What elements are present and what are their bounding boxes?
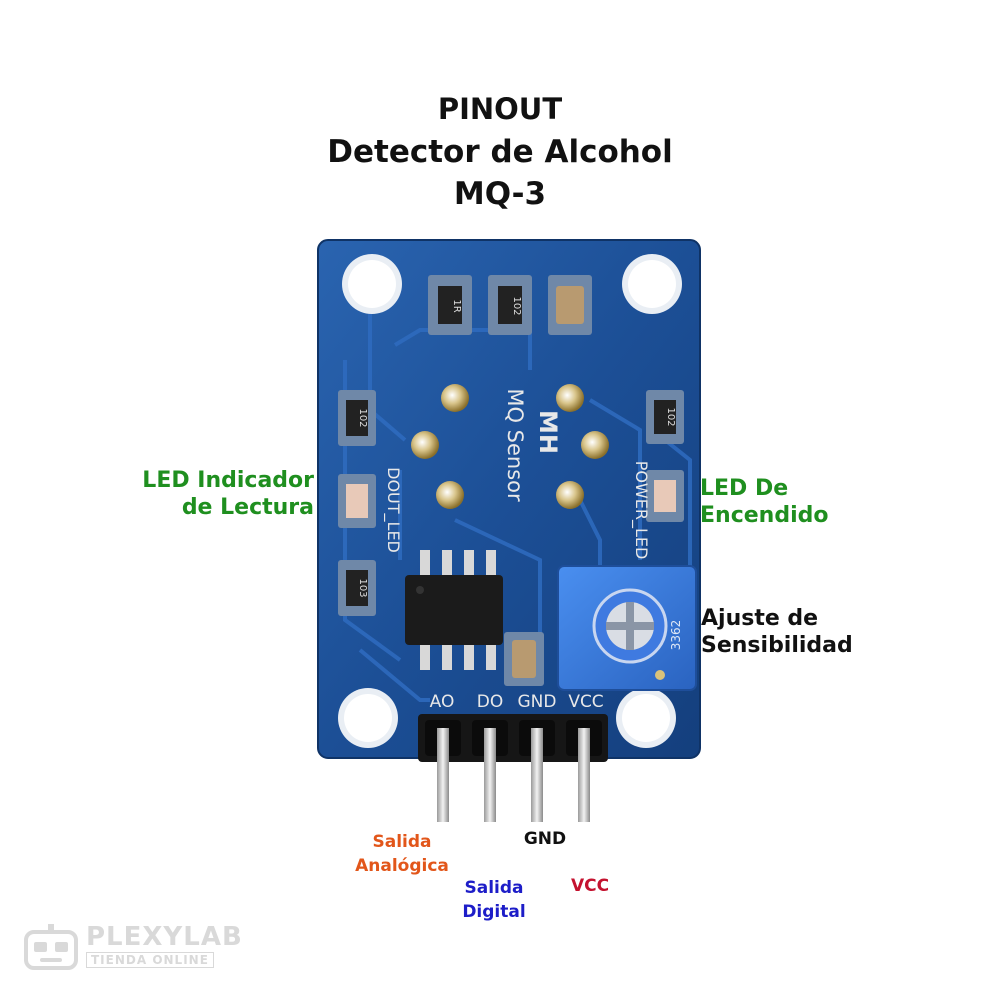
title-line-1: PINOUT: [437, 92, 563, 126]
pin-do-label: Salida Digital: [452, 876, 536, 924]
sensor-solder-pads: [411, 384, 609, 509]
plexylab-logo: PLEXYLAB TIENDA ONLINE: [22, 922, 247, 972]
mounting-holes: [338, 254, 682, 748]
silk-r-top2: 102: [511, 296, 522, 315]
led-power-label: LED De Encendido: [700, 476, 920, 530]
silk-gnd: GND: [518, 692, 557, 712]
pin-do-line1: Salida: [464, 878, 524, 898]
silk-ao: AO: [430, 692, 455, 712]
top-smd-components: [428, 275, 592, 335]
silk-mq-sensor: MQ Sensor: [503, 388, 527, 502]
pin-vcc-label: VCC: [570, 876, 610, 896]
silk-mh: MH: [534, 410, 562, 454]
silk-r-left2: 103: [357, 578, 368, 597]
silk-dout-led: DOUT_LED: [383, 467, 403, 553]
pin-gnd-label: GND: [523, 829, 567, 849]
sensitivity-line2: Sensibilidad: [701, 632, 853, 658]
robot-face-icon: [24, 924, 78, 970]
pin-do-line2: Digital: [462, 902, 526, 923]
header-pins: [437, 728, 590, 822]
led-power-line1: LED De: [700, 476, 789, 501]
pin-gnd: [531, 728, 543, 822]
pin-vcc: [578, 728, 590, 822]
silk-r-left1: 102: [357, 408, 368, 427]
silk-do: DO: [477, 692, 503, 712]
left-smd-components: [338, 390, 376, 616]
silk-pot-code: 3362: [669, 620, 683, 651]
led-read-line2: de Lectura: [181, 494, 314, 520]
silk-r-right: 102: [665, 407, 676, 426]
capacitor-smd: [504, 632, 544, 686]
potentiometer: [557, 565, 697, 691]
silk-r-top1: 1R: [451, 299, 462, 312]
title-line-2: Detector de Alcohol: [327, 134, 673, 170]
logo-name: PLEXYLAB: [86, 922, 243, 952]
silk-vcc: VCC: [568, 692, 603, 712]
pin-ao-line1: Salida: [372, 832, 432, 852]
sensitivity-label: Ajuste de Sensibilidad: [701, 606, 941, 660]
right-smd-components: [646, 390, 684, 522]
pin-ao-line2: Analógica: [355, 856, 449, 877]
pin-ao: [437, 728, 449, 822]
sensitivity-line1: Ajuste de: [701, 606, 819, 631]
silk-power-led: POWER_LED: [631, 461, 651, 560]
led-read-line1: LED Indicador: [142, 468, 314, 493]
led-power-line2: Encendido: [700, 502, 829, 528]
pin-ao-label: Salida Analógica: [340, 830, 464, 878]
led-read-label: LED Indicador de Lectura: [100, 468, 314, 522]
logo-tagline: TIENDA ONLINE: [86, 952, 214, 968]
ic-chip: [405, 550, 503, 670]
title-line-3: MQ-3: [453, 176, 547, 212]
pin-do: [484, 728, 496, 822]
